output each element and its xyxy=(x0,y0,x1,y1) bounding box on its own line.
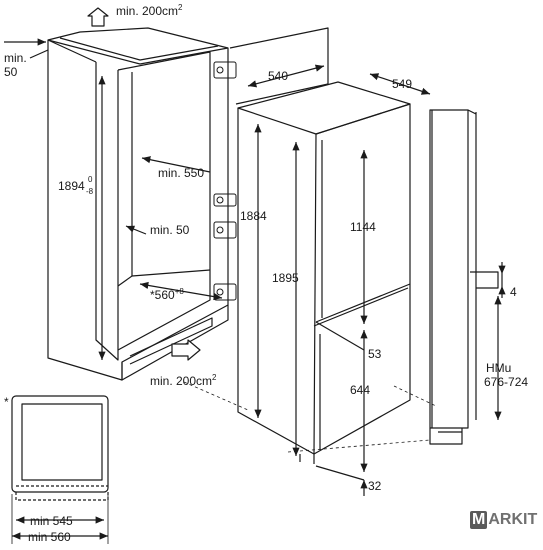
logo-letter: M xyxy=(470,511,488,529)
furniture-door-side xyxy=(429,109,499,445)
foot-32-label: 32 xyxy=(368,479,382,493)
vent-top-arrow xyxy=(87,7,109,27)
min-50-label: min. 50 xyxy=(150,223,190,237)
appliance-body xyxy=(237,81,411,464)
door-height-label: 1895 xyxy=(272,271,299,285)
gap-53-label: 53 xyxy=(368,347,382,361)
inset-min560-label: min 560 xyxy=(28,530,71,544)
upper-door-label: 1144 xyxy=(350,220,376,234)
niche-height-tol-top: 0 xyxy=(88,175,93,184)
appliance-height-label: 1884 xyxy=(240,209,267,223)
plan-view-inset xyxy=(11,395,109,501)
vent-bottom-arrow xyxy=(171,339,201,361)
niche-width-label: *560+8 xyxy=(150,287,184,302)
niche-height-tol-bottom: -8 xyxy=(86,187,94,196)
appliance-width-label: 540 xyxy=(268,69,289,83)
logo-text: ARKIT xyxy=(488,511,538,528)
hmu-range-label: 676-724 xyxy=(484,375,529,389)
niche-cabinet xyxy=(47,27,229,381)
asterisk-label: * xyxy=(4,395,9,409)
hmu-label: HMu xyxy=(486,361,512,375)
hinges xyxy=(213,61,237,301)
appliance-depth-label: 549 xyxy=(392,77,413,91)
open-door-panel xyxy=(229,27,329,105)
min-550-label: min. 550 xyxy=(158,166,205,180)
gap-4-label: 4 xyxy=(510,285,517,299)
niche-height-label: 1894 xyxy=(58,179,85,193)
inset-min545-label: min 545 xyxy=(30,514,73,528)
min50-side-label-b: 50 xyxy=(4,65,18,79)
vent-top-label: min. 200cm2 xyxy=(116,3,183,18)
vent-bottom-label: min. 200cm2 xyxy=(150,373,217,388)
lower-door-label: 644 xyxy=(350,383,371,397)
min50-side-label-a: min. xyxy=(4,51,27,65)
